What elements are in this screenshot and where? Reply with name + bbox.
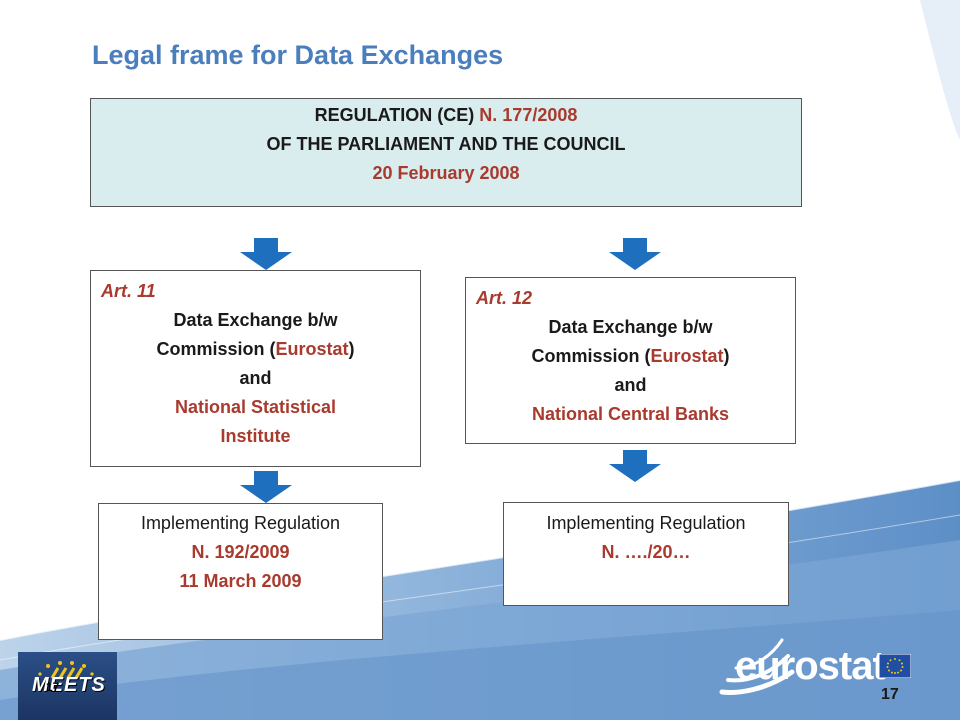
art11-line-2: Commission (Eurostat)	[91, 335, 420, 364]
art11-paren: )	[348, 339, 355, 359]
impl1-number: N. 192/2009	[191, 542, 290, 562]
arrow-down-icon	[609, 238, 661, 270]
eu-flag-icon	[879, 654, 911, 678]
art11-line-1: Data Exchange b/w	[173, 310, 338, 330]
art12-line-4: National Central Banks	[531, 404, 730, 424]
art11-label: Art. 11	[101, 281, 156, 301]
regulation-box: REGULATION (CE) N. 177/2008 OF THE PARLI…	[90, 98, 802, 207]
art11-commission: Commission (	[156, 339, 276, 359]
art11-eurostat: Eurostat	[275, 339, 349, 359]
arrow-down-icon	[240, 471, 292, 503]
art12-line-1: Data Exchange b/w	[548, 317, 713, 337]
meets-number: 17	[46, 680, 60, 694]
eurostat-swoosh-icon	[719, 638, 795, 695]
impl1-heading: Implementing Regulation	[140, 513, 341, 533]
regulation-date: 20 February 2008	[372, 163, 520, 183]
arrow-down-icon	[609, 450, 661, 482]
meets-text: MEETS	[32, 674, 106, 696]
stars-icon	[38, 661, 94, 679]
impl2-heading: Implementing Regulation	[546, 513, 746, 533]
regulation-line-1: REGULATION (CE) N. 177/2008	[91, 101, 801, 130]
art12-line-2: Commission (Eurostat)	[466, 342, 795, 371]
art12-eurostat: Eurostat	[650, 346, 724, 366]
eurostat-logo-text: eurostat	[735, 644, 886, 688]
art12-label: Art. 12	[476, 288, 533, 308]
impl1-date: 11 March 2009	[179, 571, 302, 591]
regulation-line-2: OF THE PARLIAMENT AND THE COUNCIL	[266, 134, 626, 154]
implementing-regulation-1-box: Implementing Regulation N. 192/2009 11 M…	[98, 503, 383, 640]
slide-title: Legal frame for Data Exchanges	[92, 40, 504, 70]
page-number: 17	[881, 686, 899, 703]
art12-commission: Commission (	[531, 346, 651, 366]
art11-line-3: and	[239, 368, 272, 388]
art12-paren: )	[723, 346, 730, 366]
impl2-number: N. …./20…	[601, 542, 691, 562]
arrow-down-icon	[240, 238, 292, 270]
art12-box: Art. 12 Data Exchange b/w Commission (Eu…	[465, 277, 796, 444]
meets-logo: MEETS 17	[18, 652, 117, 720]
art11-box: Art. 11 Data Exchange b/w Commission (Eu…	[90, 270, 421, 467]
art11-line-5: Institute	[220, 426, 291, 446]
regulation-number: N. 177/2008	[479, 105, 578, 125]
implementing-regulation-2-box: Implementing Regulation N. …./20…	[503, 502, 789, 606]
art12-line-3: and	[614, 375, 647, 395]
regulation-label: REGULATION (CE)	[314, 105, 475, 125]
art11-line-4: National Statistical	[174, 397, 337, 417]
